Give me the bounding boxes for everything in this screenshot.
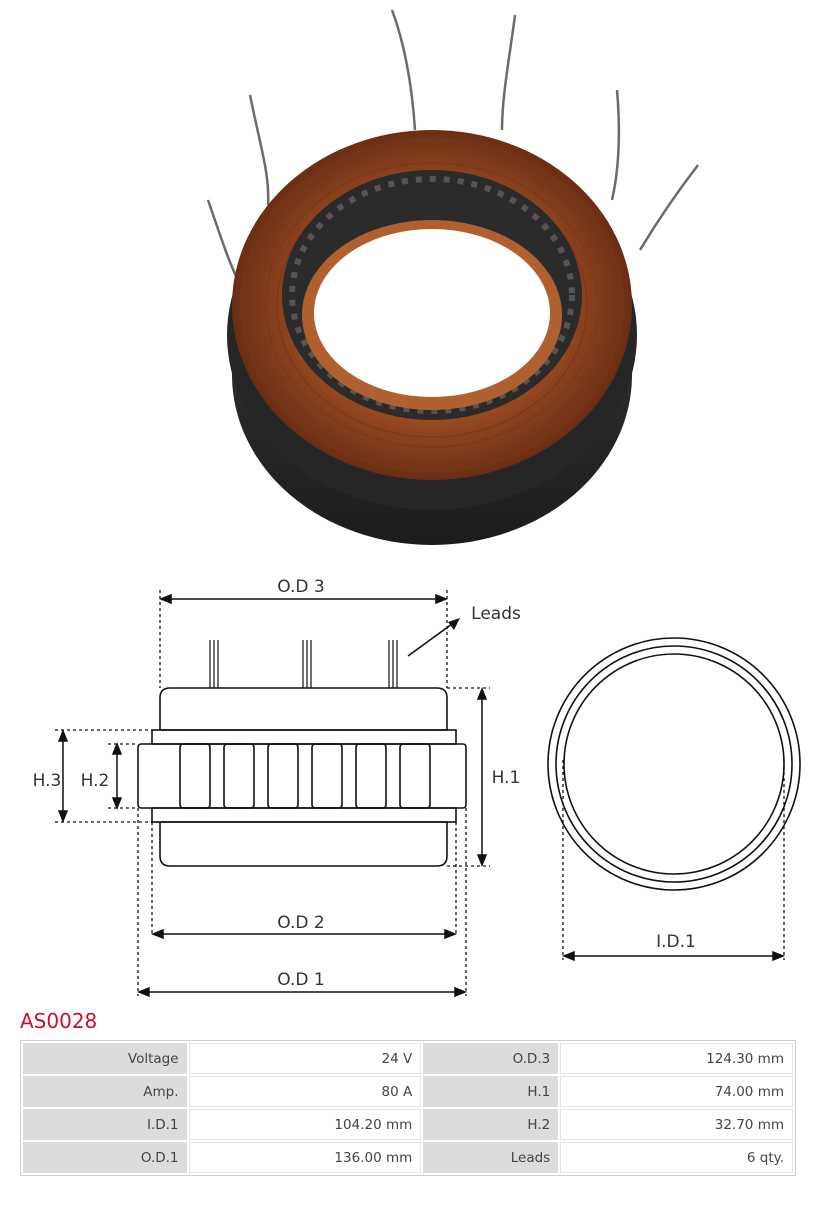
spec-label: Leads bbox=[423, 1142, 559, 1173]
spec-value: 136.00 mm bbox=[188, 1142, 422, 1173]
label-h1: H.1 bbox=[492, 768, 521, 788]
label-od3: O.D 3 bbox=[277, 577, 324, 597]
stator-bottom-body bbox=[159, 821, 448, 867]
spec-label: H.2 bbox=[423, 1109, 559, 1140]
spec-value: 74.00 mm bbox=[560, 1076, 793, 1107]
spec-label: H.1 bbox=[423, 1076, 559, 1107]
stator-top-body bbox=[159, 687, 448, 731]
lead-wires bbox=[206, 9, 699, 281]
label-h3: H.3 bbox=[33, 771, 62, 791]
label-id1: I.D.1 bbox=[656, 932, 696, 952]
spec-value: 124.30 mm bbox=[560, 1043, 793, 1074]
label-od2: O.D 2 bbox=[277, 913, 324, 933]
spec-label: Voltage bbox=[23, 1043, 187, 1074]
spec-label: Amp. bbox=[23, 1076, 187, 1107]
spec-value: 104.20 mm bbox=[188, 1109, 422, 1140]
spec-label: O.D.3 bbox=[423, 1043, 559, 1074]
stator-photo bbox=[206, 9, 699, 545]
end-view-circles bbox=[547, 637, 801, 891]
label-od1: O.D 1 bbox=[277, 970, 324, 990]
spec-value: 6 qty. bbox=[560, 1142, 793, 1173]
lamination-band bbox=[137, 743, 467, 809]
spec-value: 24 V bbox=[188, 1043, 422, 1074]
part-number: AS0028 bbox=[20, 1009, 98, 1033]
spec-value: 32.70 mm bbox=[560, 1109, 793, 1140]
stator-upper-shoulder bbox=[151, 729, 457, 745]
label-h2: H.2 bbox=[81, 771, 110, 791]
spec-label: I.D.1 bbox=[23, 1109, 187, 1140]
stator-lower-shoulder bbox=[151, 807, 457, 823]
spec-value: 80 A bbox=[188, 1076, 422, 1107]
lead-wire-lines bbox=[209, 640, 398, 688]
dimension-drawing: O.D 3 Leads H.1 H.3 H.2 O.D 2 O.D 1 I.D.… bbox=[33, 577, 801, 998]
spec-label: O.D.1 bbox=[23, 1142, 187, 1173]
label-leads: Leads bbox=[471, 604, 521, 624]
